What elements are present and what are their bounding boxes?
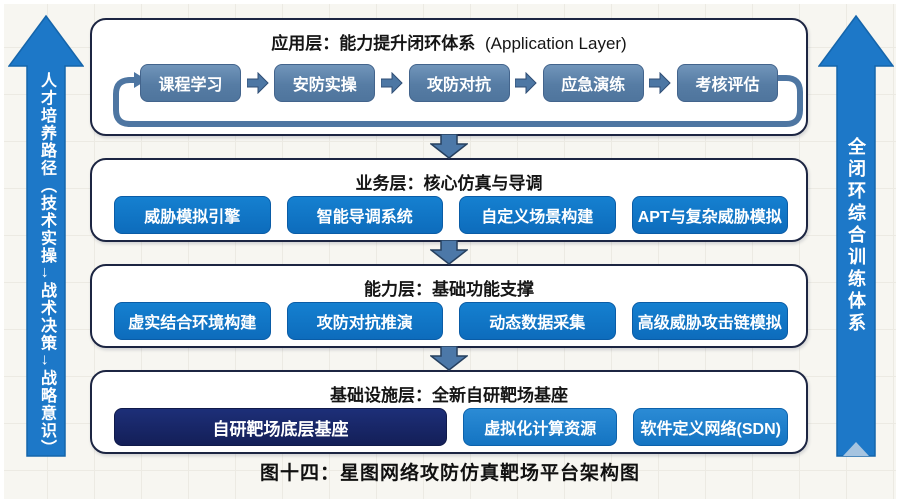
capability-box-row: 虚实结合环境构建 攻防对抗推演 动态数据采集 高级威胁攻击链模拟 bbox=[92, 302, 806, 340]
up-arrow-icon bbox=[8, 14, 84, 457]
box-attack-defense-confrontation: 攻防对抗 bbox=[408, 64, 510, 102]
box-course-learning: 课程学习 bbox=[140, 64, 241, 102]
box-virtual-real-environment: 虚实结合环境构建 bbox=[114, 302, 271, 340]
down-arrow-icon bbox=[430, 346, 468, 371]
layer-infrastructure: 基础设施层：全新自研靶场基座 自研靶场底层基座 虚拟化计算资源 软件定义网络(S… bbox=[90, 370, 808, 454]
business-box-row: 威胁模拟引擎 智能导调系统 自定义场景构建 APT与复杂威胁模拟 bbox=[92, 196, 806, 234]
layer-title-text: 基础设施层：全新自研靶场基座 bbox=[330, 386, 568, 405]
layer-title-text: 应用层：能力提升闭环体系 bbox=[271, 34, 476, 53]
box-dynamic-data-collection: 动态数据采集 bbox=[459, 302, 616, 340]
figure-caption: 图十四：星图网络攻防仿真靶场平台架构图 bbox=[259, 463, 640, 484]
layer-application: 应用层：能力提升闭环体系 (Application Layer) 课程学习 安防… bbox=[90, 18, 808, 136]
flow-arrow-icon bbox=[649, 72, 672, 94]
down-arrow-icon bbox=[430, 240, 468, 265]
flow-arrow-icon bbox=[380, 72, 403, 94]
box-software-defined-network: 软件定义网络(SDN) bbox=[633, 408, 788, 446]
box-custom-scenario-builder: 自定义场景构建 bbox=[459, 196, 616, 234]
box-self-developed-range-base: 自研靶场底层基座 bbox=[114, 408, 447, 446]
box-threat-simulation-engine: 威胁模拟引擎 bbox=[114, 196, 271, 234]
box-security-practice: 安防实操 bbox=[274, 64, 376, 102]
layer-application-title: 应用层：能力提升闭环体系 (Application Layer) bbox=[92, 29, 806, 54]
box-advanced-attack-chain-simulation: 高级威胁攻击链模拟 bbox=[631, 302, 788, 340]
training-system-arrow: 全闭环综合训练体系 bbox=[818, 14, 894, 458]
layer-infrastructure-title: 基础设施层：全新自研靶场基座 bbox=[92, 381, 806, 406]
talent-path-label: 人才培养路径（技术实操→战术决策→战略意识） bbox=[38, 72, 55, 457]
application-flow-row: 课程学习 安防实操 攻防对抗 应急演练 考核评估 bbox=[92, 64, 806, 102]
box-intelligent-direction-system: 智能导调系统 bbox=[286, 196, 443, 234]
flow-arrow-icon bbox=[515, 72, 537, 94]
talent-path-arrow: 人才培养路径（技术实操→战术决策→战略意识） bbox=[8, 14, 84, 458]
layer-capability-title: 能力层：基础功能支撑 bbox=[92, 275, 806, 300]
layer-business-title: 业务层：核心仿真与导调 bbox=[92, 169, 806, 194]
notch-triangle-icon bbox=[843, 442, 869, 456]
layer-capability: 能力层：基础功能支撑 虚实结合环境构建 攻防对抗推演 动态数据采集 高级威胁攻击… bbox=[90, 264, 808, 348]
up-arrow-icon bbox=[818, 14, 894, 457]
box-apt-complex-threat-simulation: APT与复杂威胁模拟 bbox=[631, 196, 788, 234]
flow-arrow-icon bbox=[246, 72, 269, 94]
layer-title-suffix: (Application Layer) bbox=[484, 34, 627, 53]
box-assessment-evaluation: 考核评估 bbox=[677, 64, 778, 102]
down-arrow-icon bbox=[430, 134, 468, 159]
box-attack-defense-deduction: 攻防对抗推演 bbox=[286, 302, 443, 340]
layer-title-text: 能力层：基础功能支撑 bbox=[364, 280, 534, 299]
training-system-label: 全闭环综合训练体系 bbox=[846, 137, 866, 335]
box-emergency-drill: 应急演练 bbox=[542, 64, 644, 102]
infrastructure-box-row: 自研靶场底层基座 虚拟化计算资源 软件定义网络(SDN) bbox=[92, 408, 806, 446]
box-virtualized-compute-resources: 虚拟化计算资源 bbox=[462, 408, 618, 446]
layer-business: 业务层：核心仿真与导调 威胁模拟引擎 智能导调系统 自定义场景构建 APT与复杂… bbox=[90, 158, 808, 242]
layer-title-text: 业务层：核心仿真与导调 bbox=[355, 174, 543, 193]
